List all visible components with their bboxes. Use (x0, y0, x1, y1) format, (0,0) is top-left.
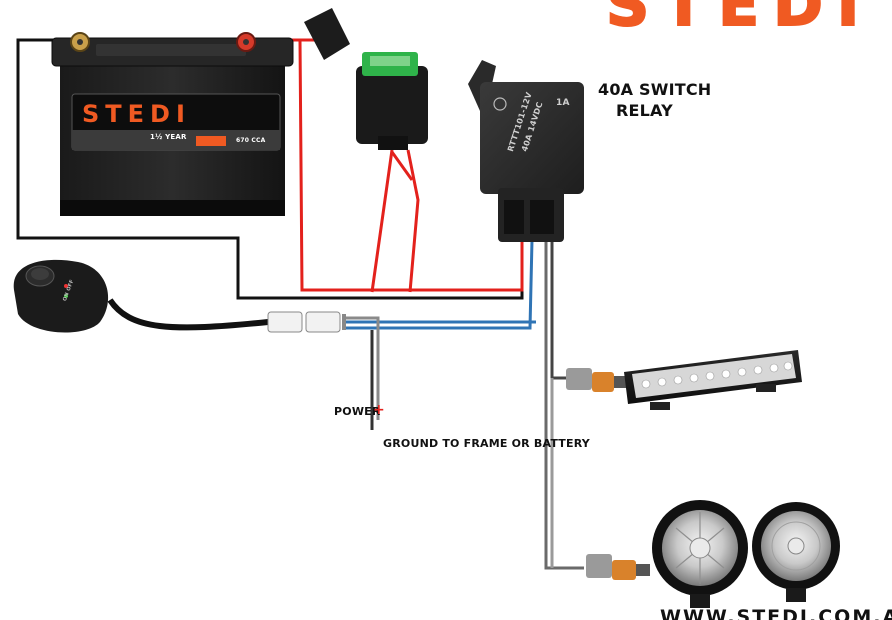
fuse-holder-icon (304, 8, 428, 150)
website-text: WWW.STEDI.COM.AU (660, 606, 892, 620)
relay-label-line2: RELAY (616, 101, 673, 120)
power-plus-sign: + (373, 402, 385, 418)
battery-icon (51, 32, 294, 216)
top-brand-logo: STEDI (605, 0, 874, 41)
relay-icon (468, 60, 584, 242)
relay-label-line1: 40A SWITCH (598, 80, 712, 99)
grey-wires (346, 240, 584, 570)
wire-connector-icon (267, 311, 346, 333)
black-wires (16, 38, 524, 300)
rocker-switch-icon (13, 259, 109, 333)
switch-cable (107, 298, 269, 331)
battery-brand-logo: STEDI (82, 100, 191, 128)
round-spot-light-icon (586, 500, 840, 608)
ground-label: GROUND TO FRAME OR BATTERY (383, 437, 590, 450)
battery-cca-text: 670 CCA (236, 137, 266, 144)
battery-warranty-text: 1½ YEAR (150, 133, 187, 141)
led-light-bar-icon (566, 350, 802, 410)
power-label: POWER (334, 405, 381, 418)
relay-pin-print: 1A (556, 98, 570, 108)
